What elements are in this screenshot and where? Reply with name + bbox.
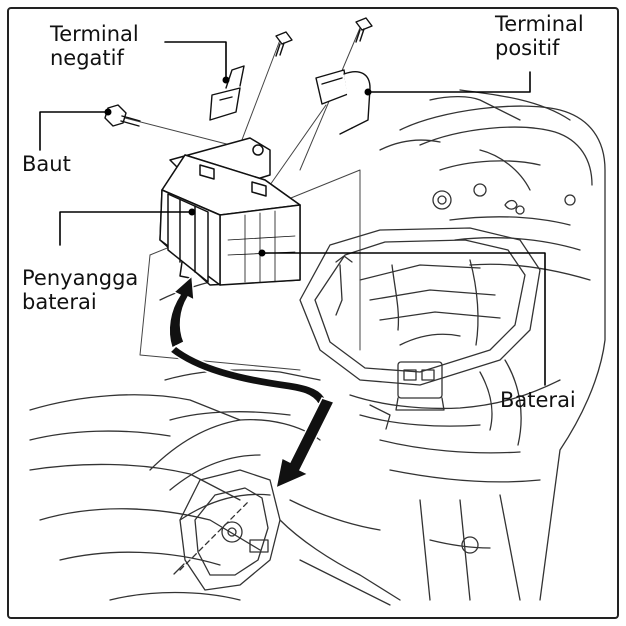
leader-terminal-positif <box>367 71 531 93</box>
label-terminal-negatif: Terminal negatif <box>50 22 139 70</box>
screw-positive <box>355 17 373 43</box>
leader-terminal-negatif <box>164 41 227 81</box>
screw-negative <box>275 31 293 57</box>
bolt-part <box>104 104 141 127</box>
leader-baut <box>39 111 109 151</box>
leader-baterai <box>261 252 546 386</box>
positive-terminal-part <box>315 69 371 135</box>
label-penyangga-baterai-line1: Penyangga <box>22 266 139 290</box>
label-baut: Baut <box>22 152 71 176</box>
label-penyangga-baterai-line2: baterai <box>22 290 97 314</box>
leader-lines <box>39 41 546 386</box>
leader-penyangga-baterai <box>59 211 193 246</box>
removal-arrows <box>168 274 336 490</box>
label-terminal-negatif-line2: negatif <box>50 46 124 70</box>
label-terminal-positif-line2: positif <box>495 36 560 60</box>
label-terminal-positif: Terminal positif <box>495 12 584 60</box>
label-terminal-positif-line1: Terminal <box>495 12 584 36</box>
label-penyangga-baterai: Penyangga baterai <box>22 266 138 314</box>
label-baterai: Baterai <box>500 388 576 412</box>
motorcycle-frame <box>29 89 606 606</box>
install-arrow-icon <box>168 274 195 350</box>
label-terminal-negatif-line1: Terminal <box>50 22 139 46</box>
negative-terminal-part <box>209 65 245 121</box>
diagram-frame <box>7 7 619 619</box>
remove-arrow-icon <box>274 397 336 490</box>
